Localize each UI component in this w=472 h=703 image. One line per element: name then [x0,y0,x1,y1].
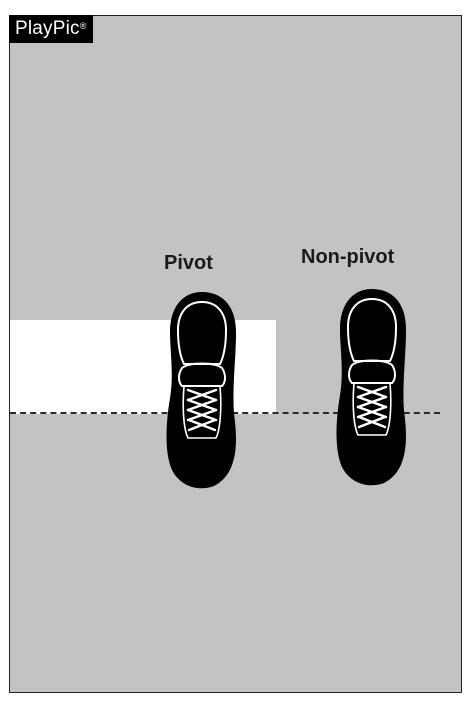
pivot-label: Pivot [164,252,213,274]
brand-registered-mark: ® [79,21,87,31]
non-pivot-label: Non-pivot [301,246,395,268]
brand-name: PlayPic [15,18,80,39]
brand-logo: PlayPic® [9,15,93,43]
pivot-foot-sneaker-icon [166,292,236,489]
non-pivot-foot-sneaker-icon [336,289,406,486]
